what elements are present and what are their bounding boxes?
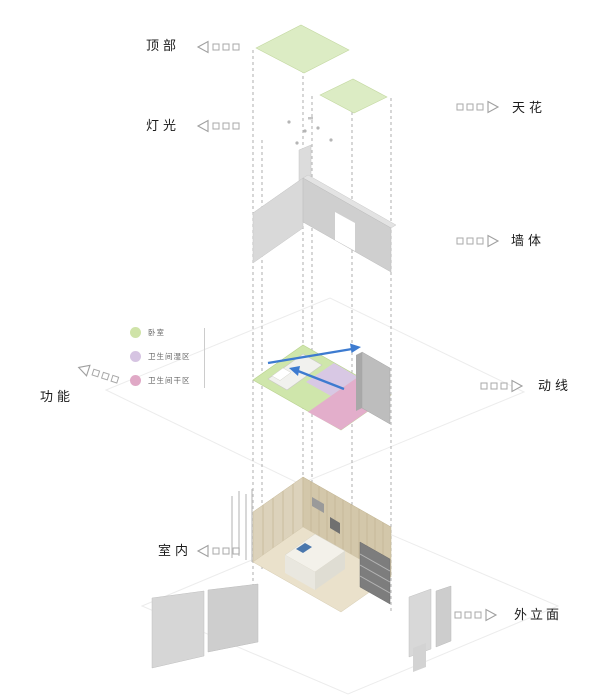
interior-poles xyxy=(231,489,253,562)
circulation-arrows xyxy=(267,343,361,391)
label-facade: 外立面 xyxy=(514,608,563,623)
guide-lines xyxy=(252,28,392,612)
light-strip xyxy=(308,117,313,120)
legend-swatch-bath-wet xyxy=(130,351,141,362)
zone-bath-wet xyxy=(306,363,358,396)
dashed-arrow-right-icon xyxy=(454,99,500,114)
label-interior: 室内 xyxy=(158,544,193,559)
facade-panel-left-b xyxy=(207,583,259,653)
legend-label: 卧室 xyxy=(148,328,165,337)
dashed-arrow-right-icon xyxy=(478,378,524,393)
legend-item-bath-dry: 卫生间干区 xyxy=(130,374,191,387)
range-hood xyxy=(312,497,324,513)
legend-label: 卫生间湿区 xyxy=(148,352,191,361)
dashed-arrow-left-icon xyxy=(75,359,123,387)
legend-swatch-bedroom xyxy=(130,327,141,338)
label-function: 功能 xyxy=(40,390,75,405)
interior-layer xyxy=(231,476,392,613)
lighting-layer xyxy=(287,117,333,145)
island-counter-side xyxy=(315,551,345,590)
ceiling-layer xyxy=(255,24,388,114)
wall-left-face xyxy=(252,177,304,264)
facade-panel-right-c xyxy=(413,643,426,672)
light-dot xyxy=(303,129,307,133)
light-dot xyxy=(316,126,320,130)
light-dot xyxy=(329,138,333,142)
label-lighting: 灯光 xyxy=(146,119,181,134)
wall-door-opening xyxy=(335,212,355,251)
oven xyxy=(330,517,340,534)
legend-label: 卫生间干区 xyxy=(148,376,191,385)
legend-item-bedroom: 卧室 xyxy=(130,326,191,339)
facade-layer xyxy=(151,583,452,672)
dashed-arrow-right-icon xyxy=(454,233,500,248)
dashed-arrow-right-icon xyxy=(452,607,498,622)
legend-item-bath-wet: 卫生间湿区 xyxy=(130,350,191,363)
wall-layer xyxy=(252,144,397,273)
zone-legend: 卧室 卫生间湿区 卫生间干区 xyxy=(130,326,191,398)
legend-swatch-bath-dry xyxy=(130,375,141,386)
label-circulation: 动线 xyxy=(538,379,573,394)
facade-panel-right-a xyxy=(408,588,432,658)
blue-appliance xyxy=(296,543,312,553)
facade-panel-left-a xyxy=(151,590,205,669)
label-top: 顶部 xyxy=(146,39,181,54)
dashed-arrow-left-icon xyxy=(196,543,242,558)
shelf-lines xyxy=(359,553,391,594)
wardrobe-front xyxy=(361,351,391,425)
light-dot xyxy=(295,141,299,145)
island-counter-front xyxy=(285,555,315,590)
facade-panel-right-b xyxy=(435,585,452,648)
dashed-arrow-left-icon xyxy=(196,39,242,54)
ceiling-panel-right xyxy=(319,78,388,114)
dashed-arrow-left-icon xyxy=(196,118,242,133)
bed-pillow xyxy=(271,367,292,381)
wall-seams-right xyxy=(310,481,384,573)
ceiling-panel-left xyxy=(255,24,350,74)
wardrobe-side xyxy=(356,352,362,411)
light-dot xyxy=(287,120,291,124)
legend-bracket-line xyxy=(204,328,205,388)
label-ceiling: 天花 xyxy=(512,101,547,116)
wall-seams-left xyxy=(262,484,294,555)
label-wall: 墙体 xyxy=(511,234,546,249)
function-layer xyxy=(252,343,392,431)
